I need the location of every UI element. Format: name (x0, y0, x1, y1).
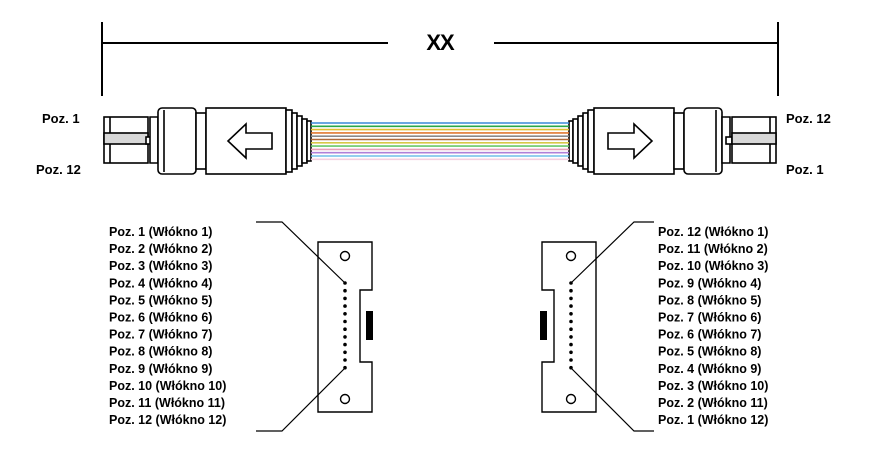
left-guide-hole-bottom (339, 393, 351, 405)
right-pinout-item: Poz. 7 (Włókno 6) (658, 311, 761, 325)
left-leader-lines (256, 221, 346, 432)
right-key (540, 311, 547, 340)
right-pinout-item: Poz. 5 (Włókno 8) (658, 345, 761, 359)
right-pinout-list: Poz. 12 (Włókno 1) Poz. 11 (Włókno 2) Poz.… (658, 225, 768, 427)
left-pinout-item: Poz. 11 (Włókno 11) (109, 396, 225, 410)
left-key (366, 311, 373, 340)
left-pinout-item: Poz. 4 (Włókno 4) (109, 276, 212, 290)
right-pinout-item: Poz. 9 (Włókno 4) (658, 276, 761, 290)
left-connector (103, 107, 312, 175)
left-arrow-icon (226, 122, 273, 160)
left-fiber-dot (343, 342, 347, 347)
left-fiber-dots (343, 281, 347, 370)
right-guide-hole-bottom (565, 393, 577, 405)
left-fiber-dot (343, 358, 347, 362)
dimension-label: XX (426, 30, 455, 55)
right-pinout-item: Poz. 2 (Włókno 11) (658, 396, 768, 410)
left-pinout-item: Poz. 8 (Włókno 8) (109, 345, 212, 359)
length-dimension (101, 22, 779, 96)
left-fiber-dot (343, 335, 347, 339)
left-fiber-dot (343, 350, 347, 355)
right-fiber-dot (569, 319, 573, 324)
left-pinout-item: Poz. 1 (Włókno 1) (109, 225, 212, 239)
left-pinout-item: Poz. 12 (Włókno 12) (109, 413, 226, 427)
right-fiber-dot (569, 342, 573, 347)
right-fiber-dot (569, 327, 573, 332)
left-fiber-dot (343, 312, 347, 316)
right-fiber-dot (569, 304, 573, 308)
right-pinout-item: Poz. 10 (Włókno 3) (658, 259, 768, 273)
right-pinout-item: Poz. 11 (Włókno 2) (658, 242, 768, 256)
right-pinout-item: Poz. 1 (Włókno 12) (658, 413, 768, 427)
right-top-label: Poz. 12 (786, 111, 831, 126)
right-arrow-icon (607, 122, 654, 160)
right-endface-outline (541, 241, 597, 413)
left-pinout-list: Poz. 1 (Włókno 1) Poz. 2 (Włókno 2) Poz. 3… (109, 225, 226, 427)
right-pinout-item: Poz. 12 (Włókno 1) (658, 225, 768, 239)
right-pinout-item: Poz. 4 (Włókno 9) (658, 362, 761, 376)
right-pinout-item: Poz. 8 (Włókno 5) (658, 293, 761, 307)
left-fiber-dot (343, 296, 347, 301)
left-fiber-dot (343, 319, 347, 324)
left-pinout-item: Poz. 7 (Włókno 7) (109, 328, 212, 342)
left-pinout-item: Poz. 9 (Włókno 9) (109, 362, 212, 376)
right-pinout-item: Poz. 3 (Włókno 10) (658, 379, 768, 393)
right-fiber-dot (569, 335, 573, 339)
right-bottom-label: Poz. 1 (786, 162, 824, 177)
left-top-label: Poz. 1 (42, 111, 80, 126)
left-fiber-dot (343, 327, 347, 332)
left-fiber-dot (343, 288, 347, 293)
right-fiber-dot (569, 350, 573, 355)
fiber-ribbon (311, 122, 569, 161)
right-fiber-dot (569, 288, 573, 293)
right-guide-hole-top (565, 250, 577, 262)
right-leader-lines (570, 221, 654, 432)
left-endface-outline (317, 241, 373, 413)
right-fiber-dot (569, 358, 573, 362)
left-fiber-dot (343, 304, 347, 308)
right-fiber-dot (569, 312, 573, 316)
left-pinout-item: Poz. 5 (Włókno 5) (109, 293, 212, 307)
left-pinout-item: Poz. 6 (Włókno 6) (109, 311, 212, 325)
left-pinout-item: Poz. 2 (Włókno 2) (109, 242, 212, 256)
right-fiber-dot (569, 296, 573, 301)
left-guide-hole-top (339, 250, 351, 262)
left-endface (317, 241, 373, 413)
left-pinout-item: Poz. 3 (Włókno 3) (109, 259, 212, 273)
right-connector (568, 107, 777, 175)
right-endface (540, 241, 597, 413)
left-bottom-label: Poz. 12 (36, 162, 81, 177)
left-pinout-item: Poz. 10 (Włókno 10) (109, 379, 226, 393)
right-pinout-item: Poz. 6 (Włókno 7) (658, 328, 761, 342)
